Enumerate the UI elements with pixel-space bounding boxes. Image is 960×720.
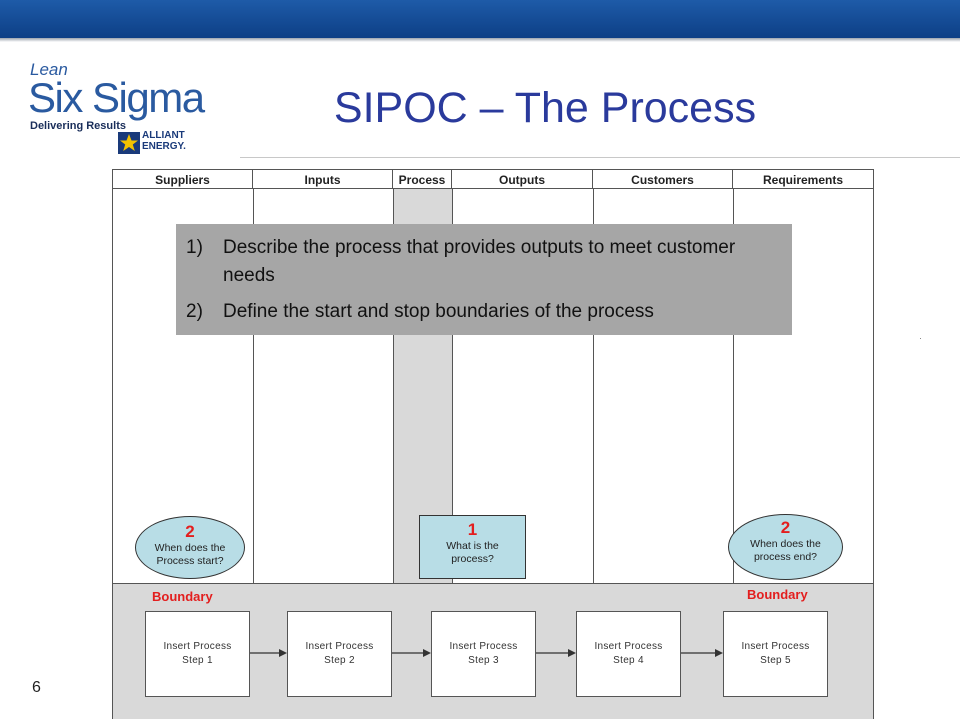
header-inputs: Inputs [253, 169, 393, 189]
column-divider [393, 189, 394, 583]
title-divider [240, 157, 960, 158]
process-step-2: Insert Process Step 2 [287, 611, 392, 697]
alliant-line2: ENERGY. [142, 141, 186, 152]
slide-title: SIPOC – The Process [333, 84, 757, 132]
alliant-line1: ALLIANT [142, 130, 185, 141]
alliant-energy-icon [118, 132, 140, 154]
step-line1: Insert Process [594, 641, 663, 652]
top-banner [0, 0, 960, 38]
step-line1: Insert Process [449, 641, 518, 652]
lean-six-sigma-logo: Lean Six Sigma Delivering Results ALLIAN… [22, 58, 222, 158]
marker-number: 1 [467, 520, 478, 539]
start-boundary-marker: 2 When does the Process start? [135, 516, 245, 579]
step-line1: Insert Process [305, 641, 374, 652]
column-divider [733, 189, 734, 583]
alliant-energy-logo-text: ALLIANT ENERGY. [142, 130, 186, 152]
instructions-callout: 1) Describe the process that provides ou… [176, 224, 792, 335]
step-line2: Step 1 [182, 655, 213, 666]
stray-dot [920, 338, 921, 339]
marker-number: 2 [780, 518, 791, 537]
column-divider [593, 189, 594, 583]
column-divider [452, 189, 453, 583]
end-boundary-label: Boundary [747, 587, 808, 602]
marker-question: When does the Process start? [154, 542, 226, 567]
page-number: 6 [32, 679, 41, 696]
header-outputs: Outputs [452, 169, 593, 189]
marker-number: 2 [185, 522, 195, 541]
header-requirements: Requirements [733, 169, 874, 189]
callout-item-number: 2) [186, 301, 203, 322]
header-customers: Customers [593, 169, 733, 189]
step-line2: Step 2 [324, 655, 355, 666]
step-line1: Insert Process [163, 641, 232, 652]
process-step-4: Insert Process Step 4 [576, 611, 681, 697]
flow-arrow-icon [250, 649, 287, 657]
process-marker: 1 What is the process? [419, 515, 526, 579]
process-step-5: Insert Process Step 5 [723, 611, 828, 697]
callout-item-text: Define the start and stop boundaries of … [223, 301, 654, 322]
start-boundary-label: Boundary [152, 589, 213, 604]
step-line1: Insert Process [741, 641, 810, 652]
marker-question: When does the process end? [750, 538, 821, 563]
process-step-1: Insert Process Step 1 [145, 611, 250, 697]
marker-question: What is the process? [446, 540, 499, 565]
header-process: Process [393, 169, 452, 189]
process-step-3: Insert Process Step 3 [431, 611, 536, 697]
end-boundary-marker: 2 When does the process end? [728, 514, 843, 580]
banner-shadow [0, 38, 960, 42]
header-suppliers: Suppliers [112, 169, 253, 189]
column-divider [253, 189, 254, 583]
flow-arrow-icon [536, 649, 576, 657]
logo-tagline: Delivering Results [30, 120, 126, 132]
flow-arrow-icon [392, 649, 431, 657]
logo-six-sigma-text: Six Sigma [28, 74, 205, 121]
callout-item-number: 1) [186, 237, 203, 258]
step-line2: Step 5 [760, 655, 791, 666]
callout-item-text: Describe the process that provides outpu… [223, 237, 736, 286]
step-line2: Step 3 [468, 655, 499, 666]
step-line2: Step 4 [613, 655, 644, 666]
logo-lean-text: Lean [30, 60, 68, 79]
flow-arrow-icon [681, 649, 723, 657]
